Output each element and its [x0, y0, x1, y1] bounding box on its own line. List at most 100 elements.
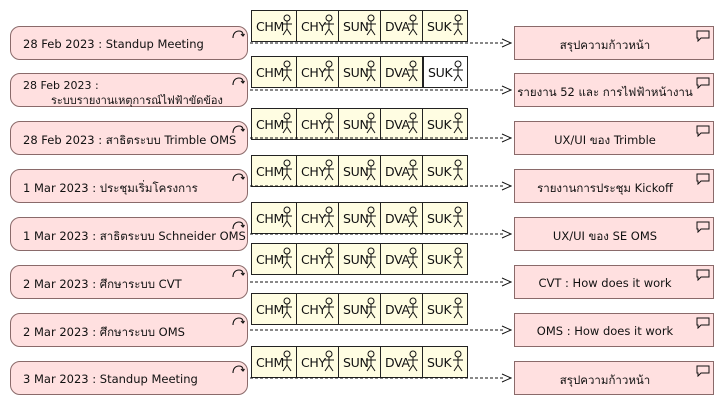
- participant-dva[interactable]: DVA: [381, 294, 423, 324]
- event-label: 1 Mar 2023 : ประชุมเริ่มโครงการ: [23, 181, 198, 195]
- event-node[interactable]: 1 Mar 2023 : สาธิตระบบ Schneider OMS: [10, 217, 248, 251]
- person-icon: [324, 60, 334, 82]
- person-icon: [324, 247, 334, 269]
- comment-icon: [696, 317, 710, 329]
- person-icon: [366, 14, 376, 36]
- participant-sun[interactable]: SUN: [339, 244, 381, 274]
- output-node[interactable]: รายงาน 52 และ การไฟฟ้าหน้างาน: [514, 73, 714, 107]
- participant-label: SUK: [427, 354, 452, 370]
- flow-arrow: [250, 181, 512, 191]
- participant-chm[interactable]: CHM: [252, 156, 297, 186]
- participant-chy[interactable]: CHY: [297, 109, 339, 139]
- participant-suk[interactable]: SUK: [423, 11, 467, 41]
- participant-label: SUN: [343, 251, 369, 267]
- output-label: สรุปความก้าวหน้า: [559, 373, 651, 387]
- participant-dva[interactable]: DVA: [381, 203, 423, 233]
- participant-sun[interactable]: SUN: [339, 294, 381, 324]
- person-icon: [366, 297, 376, 319]
- participant-suk[interactable]: SUK: [423, 203, 467, 233]
- event-label: 1 Mar 2023 : สาธิตระบบ Schneider OMS: [23, 229, 246, 243]
- event-icon: [232, 77, 245, 86]
- participant-chy[interactable]: CHY: [297, 156, 339, 186]
- participant-chm[interactable]: CHM: [252, 203, 297, 233]
- participant-suk[interactable]: SUK: [423, 109, 467, 139]
- event-node[interactable]: 1 Mar 2023 : ประชุมเริ่มโครงการ: [10, 169, 248, 203]
- participant-suk[interactable]: SUK: [423, 57, 467, 87]
- participant-chm[interactable]: CHM: [252, 109, 297, 139]
- comment-icon: [696, 125, 710, 137]
- participant-label: CHY: [301, 18, 326, 34]
- participant-sun[interactable]: SUN: [339, 203, 381, 233]
- participant-chm[interactable]: CHM: [252, 11, 297, 41]
- participant-dva[interactable]: DVA: [381, 57, 423, 87]
- event-icon: [232, 221, 245, 230]
- person-icon: [366, 60, 376, 82]
- participant-sun[interactable]: SUN: [339, 57, 381, 87]
- person-icon: [453, 14, 463, 36]
- person-icon: [453, 297, 463, 319]
- participant-chm[interactable]: CHM: [252, 244, 297, 274]
- participant-suk[interactable]: SUK: [423, 347, 467, 377]
- flow-arrow: [250, 133, 512, 143]
- event-node[interactable]: 2 Mar 2023 : ศึกษาระบบ CVT: [10, 265, 248, 299]
- participant-chy[interactable]: CHY: [297, 294, 339, 324]
- participant-dva[interactable]: DVA: [381, 347, 423, 377]
- participant-chm[interactable]: CHM: [252, 347, 297, 377]
- participant-chm[interactable]: CHM: [252, 294, 297, 324]
- output-node[interactable]: OMS : How does it work: [514, 313, 714, 347]
- participant-chy[interactable]: CHY: [297, 11, 339, 41]
- participant-sun[interactable]: SUN: [339, 11, 381, 41]
- event-node[interactable]: 28 Feb 2023 : ระบบรายงานเหตุการณ์ไฟฟ้าขั…: [10, 73, 248, 107]
- output-node[interactable]: รายงานการประชุม Kickoff: [514, 169, 714, 203]
- event-icon: [232, 317, 245, 326]
- participant-dva[interactable]: DVA: [381, 109, 423, 139]
- flow-arrow: [250, 373, 512, 383]
- participant-sun[interactable]: SUN: [339, 156, 381, 186]
- event-icon: [232, 269, 245, 278]
- participant-label: SUK: [427, 301, 452, 317]
- event-node[interactable]: 28 Feb 2023 : Standup Meeting: [10, 26, 248, 60]
- participant-label: SUK: [427, 210, 452, 226]
- event-node[interactable]: 28 Feb 2023 : สาธิตระบบ Trimble OMS: [10, 121, 248, 155]
- participant-label: DVA: [385, 301, 410, 317]
- participant-suk[interactable]: SUK: [423, 156, 467, 186]
- participant-dva[interactable]: DVA: [381, 156, 423, 186]
- person-icon: [324, 14, 334, 36]
- participant-suk[interactable]: SUK: [423, 244, 467, 274]
- output-label: OMS : How does it work: [536, 324, 674, 338]
- participant-sun[interactable]: SUN: [339, 347, 381, 377]
- output-node[interactable]: สรุปความก้าวหน้า: [514, 26, 714, 60]
- output-node[interactable]: สรุปความก้าวหน้า: [514, 361, 714, 395]
- participant-sun[interactable]: SUN: [339, 109, 381, 139]
- participant-label: SUK: [427, 163, 452, 179]
- person-icon: [453, 206, 463, 228]
- output-node[interactable]: UX/UI ของ SE OMS: [514, 217, 714, 251]
- participant-dva[interactable]: DVA: [381, 244, 423, 274]
- participant-chm[interactable]: CHM: [252, 57, 297, 87]
- participant-label: SUK: [427, 251, 452, 267]
- event-node[interactable]: 2 Mar 2023 : ศึกษาระบบ OMS: [10, 313, 248, 347]
- participant-label: CHM: [256, 18, 285, 34]
- output-node[interactable]: UX/UI ของ Trimble: [514, 121, 714, 155]
- event-label: 2 Mar 2023 : ศึกษาระบบ CVT: [23, 277, 182, 291]
- event-icon: [232, 125, 245, 134]
- participant-dva[interactable]: DVA: [381, 11, 423, 41]
- participant-chy[interactable]: CHY: [297, 57, 339, 87]
- participant-chy[interactable]: CHY: [297, 244, 339, 274]
- participant-chy[interactable]: CHY: [297, 347, 339, 377]
- person-icon: [324, 206, 334, 228]
- output-node[interactable]: CVT : How does it work: [514, 265, 714, 299]
- event-node[interactable]: 3 Mar 2023 : Standup Meeting: [10, 361, 248, 395]
- participant-label: DVA: [385, 354, 410, 370]
- participant-suk[interactable]: SUK: [423, 294, 467, 324]
- participant-chy[interactable]: CHY: [297, 203, 339, 233]
- participant-label: DVA: [385, 251, 410, 267]
- participant-label: CHM: [256, 354, 285, 370]
- person-icon: [282, 350, 292, 372]
- event-label: 3 Mar 2023 : Standup Meeting: [23, 372, 198, 386]
